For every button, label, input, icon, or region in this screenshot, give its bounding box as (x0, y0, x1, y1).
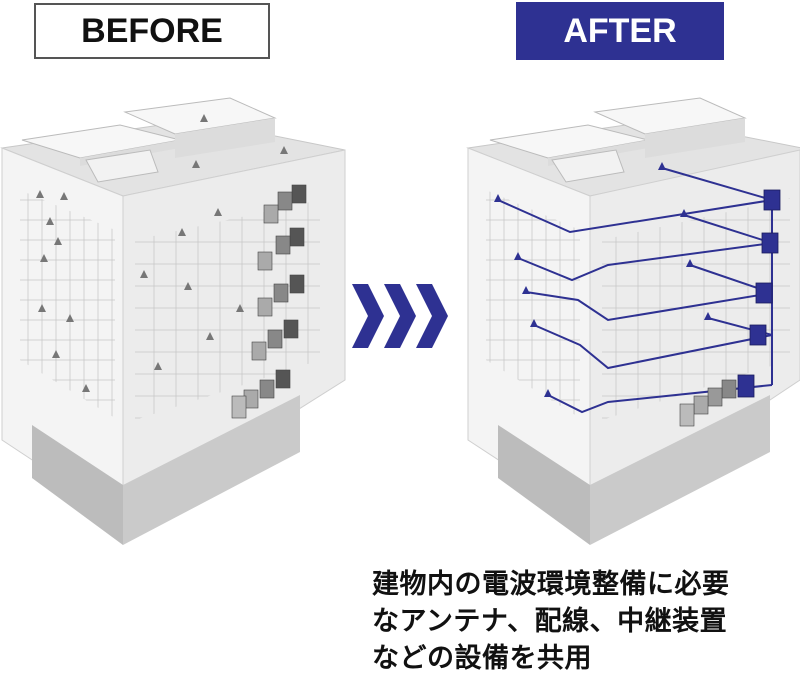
caption-line-2: なアンテナ、配線、中継装置 (372, 606, 728, 637)
shared-wiring (497, 167, 773, 414)
after-building (466, 97, 800, 545)
before-building (0, 97, 346, 545)
triple-chevron-right-icon (352, 284, 448, 348)
after-repeaters (737, 189, 781, 398)
caption: 建物内の電波環境整備に必要 なアンテナ、配線、中継装置 などの設備を共用 (372, 566, 792, 677)
after-label: AFTER (516, 2, 724, 60)
before-label: BEFORE (34, 3, 270, 59)
before-repeaters (231, 184, 307, 419)
caption-line-3: などの設備を共用 (372, 643, 592, 674)
after-antennas (494, 162, 712, 397)
caption-line-1: 建物内の電波環境整備に必要 (372, 569, 730, 600)
before-antennas (36, 114, 288, 392)
after-base-devices (679, 379, 737, 427)
